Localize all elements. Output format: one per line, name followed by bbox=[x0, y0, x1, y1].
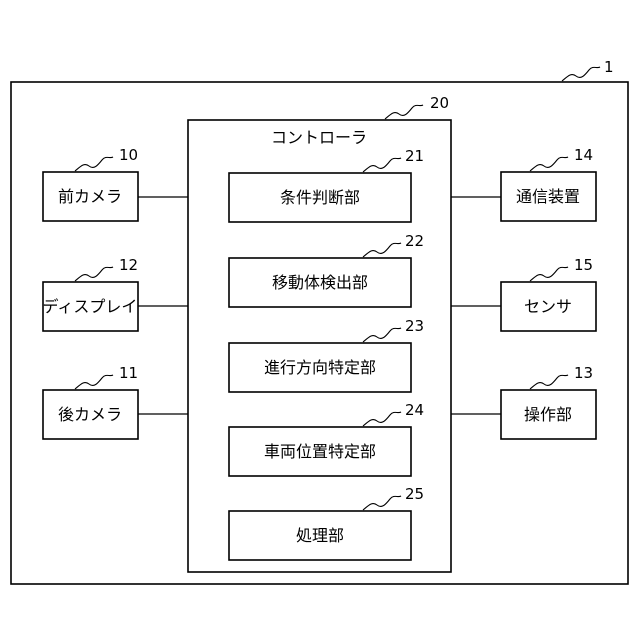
unit-position-label: 車両位置特定部 bbox=[264, 442, 376, 461]
device-communication-ref: 14 bbox=[574, 146, 593, 164]
unit-condition-label: 条件判断部 bbox=[280, 188, 360, 207]
unit-position-ref: 24 bbox=[405, 401, 424, 419]
device-communication-label: 通信装置 bbox=[516, 187, 580, 206]
unit-processing-ref: 25 bbox=[405, 485, 424, 503]
controller-ref: 20 bbox=[430, 94, 449, 112]
device-rear-camera-ref: 11 bbox=[119, 364, 138, 382]
unit-moving-label: 移動体検出部 bbox=[272, 273, 368, 292]
unit-moving-ref: 22 bbox=[405, 232, 424, 250]
device-rear-camera-label: 後カメラ bbox=[58, 405, 122, 424]
device-front-camera-ref: 10 bbox=[119, 146, 138, 164]
device-display-label: ディスプレイ bbox=[43, 297, 138, 316]
unit-direction-label: 進行方向特定部 bbox=[264, 358, 376, 377]
device-operation-label: 操作部 bbox=[524, 405, 572, 424]
device-sensor-label: センサ bbox=[524, 297, 572, 316]
device-front-camera-label: 前カメラ bbox=[58, 187, 122, 206]
device-display-ref: 12 bbox=[119, 256, 138, 274]
device-sensor-ref: 15 bbox=[574, 256, 593, 274]
system-ref: 1 bbox=[604, 58, 614, 76]
unit-direction-ref: 23 bbox=[405, 317, 424, 335]
controller-label: コントローラ bbox=[271, 128, 367, 147]
unit-condition-ref: 21 bbox=[405, 147, 424, 165]
system-ref-leader bbox=[562, 67, 600, 81]
unit-processing-label: 処理部 bbox=[296, 526, 344, 545]
device-operation-ref: 13 bbox=[574, 364, 593, 382]
